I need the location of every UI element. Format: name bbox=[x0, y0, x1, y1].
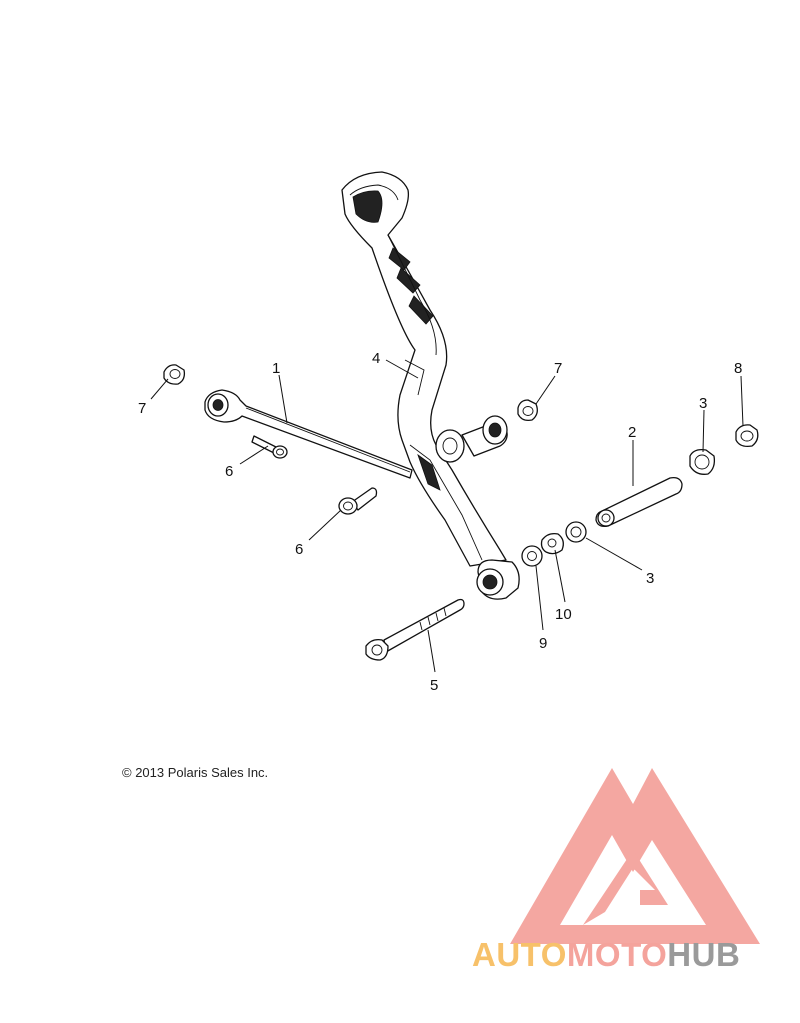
bolt-long bbox=[365, 598, 465, 661]
callout-10: 10 bbox=[555, 606, 572, 623]
flange-nut bbox=[735, 424, 759, 448]
leader-9 bbox=[535, 565, 544, 631]
leader-1 bbox=[278, 374, 288, 424]
watermark-logo bbox=[510, 768, 760, 944]
nut-right bbox=[517, 399, 538, 422]
leader-7b bbox=[535, 375, 556, 405]
callouts: 1 2 3 3 4 5 6 6 7 7 8 9 10 bbox=[138, 350, 742, 694]
bolt-short bbox=[338, 487, 378, 515]
watermark-word-hub: HUB bbox=[667, 936, 741, 973]
shift-rod bbox=[204, 389, 413, 479]
callout-4: 4 bbox=[372, 350, 380, 367]
leader-4 bbox=[385, 359, 419, 379]
leader-3a bbox=[702, 409, 705, 453]
leader-lines bbox=[150, 359, 744, 673]
nut-left bbox=[163, 364, 186, 385]
leader-10 bbox=[554, 549, 566, 603]
callout-1: 1 bbox=[272, 360, 280, 377]
watermark-wordmark: AUTOMOTOHUB bbox=[472, 936, 740, 974]
watermark-word-moto: MOTO bbox=[566, 936, 668, 973]
watermark-word-auto: AUTO bbox=[472, 936, 567, 973]
leader-5 bbox=[427, 629, 436, 673]
leader-8 bbox=[740, 375, 744, 427]
callout-5: 5 bbox=[430, 677, 438, 694]
leader-6a bbox=[239, 445, 269, 465]
leader-6b bbox=[308, 509, 342, 541]
flat-washer bbox=[521, 545, 543, 567]
callout-3a: 3 bbox=[699, 395, 707, 412]
leader-7a bbox=[150, 378, 169, 400]
callout-6a: 6 bbox=[225, 463, 233, 480]
callout-7b: 7 bbox=[554, 360, 562, 377]
callout-2: 2 bbox=[628, 424, 636, 441]
callout-8: 8 bbox=[734, 360, 742, 377]
bushing-right bbox=[689, 448, 716, 475]
copyright-notice: © 2013 Polaris Sales Inc. bbox=[122, 765, 269, 780]
watermark-inner-g bbox=[583, 850, 668, 925]
callout-7a: 7 bbox=[138, 400, 146, 417]
sleeve-tube bbox=[595, 476, 683, 528]
callout-3b: 3 bbox=[646, 570, 654, 587]
callout-6b: 6 bbox=[295, 541, 303, 558]
pin-upper bbox=[251, 435, 288, 459]
shift-lever bbox=[341, 171, 520, 600]
wave-washer bbox=[540, 532, 564, 555]
leader-3b bbox=[585, 537, 643, 571]
bushing-left bbox=[565, 521, 587, 543]
lever-ball-joint bbox=[461, 415, 508, 457]
callout-9: 9 bbox=[539, 635, 547, 652]
